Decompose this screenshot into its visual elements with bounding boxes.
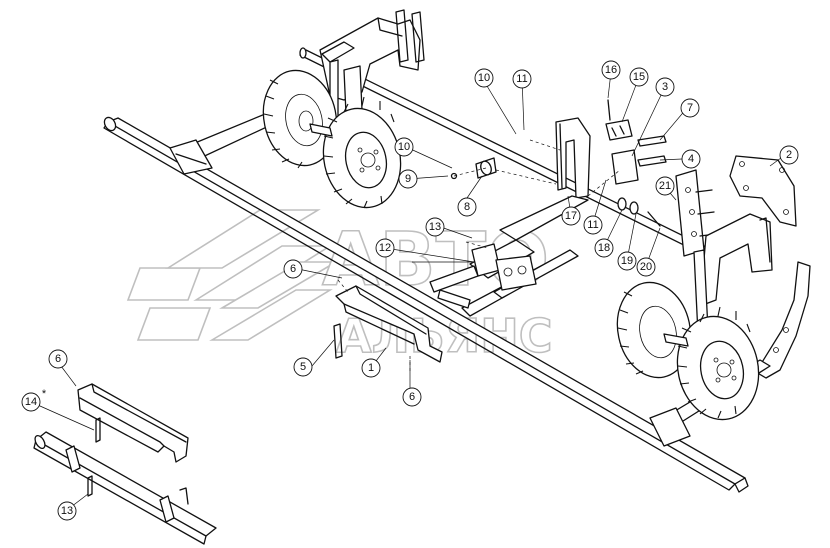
callout-6-detail: 6	[48, 349, 68, 369]
callout-3: 3	[655, 77, 675, 97]
callout-6-lower: 6	[402, 387, 422, 407]
callout-15: 15	[629, 67, 649, 87]
svg-text:6: 6	[290, 263, 296, 275]
svg-text:6: 6	[409, 391, 415, 403]
svg-text:13: 13	[429, 221, 441, 233]
callout-6-upper: 6	[283, 259, 303, 279]
svg-text:14: 14	[25, 396, 37, 408]
callout-11-lower: 11	[583, 215, 603, 235]
svg-text:15: 15	[633, 71, 645, 83]
svg-text:17: 17	[565, 210, 577, 222]
svg-text:3: 3	[662, 81, 668, 93]
svg-text:11: 11	[587, 219, 598, 231]
callouts: 1 2 3 4 5 6 6 6 7 8 9 10 10 11 11 12 13 …	[21, 60, 799, 521]
left-wheel-assembly	[169, 9, 425, 209]
callout-7: 7	[680, 98, 700, 118]
right-wheel-assembly	[616, 155, 811, 447]
main-beam	[103, 116, 749, 493]
svg-text:6: 6	[55, 353, 61, 365]
watermark-line2: АЛЬЯНС	[336, 309, 553, 363]
svg-text:11: 11	[516, 73, 527, 85]
svg-text:2: 2	[786, 149, 792, 161]
svg-text:16: 16	[605, 64, 617, 76]
callout-2: 2	[779, 145, 799, 165]
callout-5: 5	[293, 357, 313, 377]
svg-text:19: 19	[621, 255, 633, 267]
callout-13-main: 13	[425, 217, 445, 237]
callout-20: 20	[636, 257, 656, 277]
watermark-emblem	[126, 209, 339, 341]
callout-14: 14 *	[21, 388, 47, 412]
detail-view-14	[33, 383, 217, 545]
svg-text:8: 8	[464, 201, 470, 213]
footnote-mark: *	[42, 388, 47, 400]
callout-10-upper: 10	[474, 68, 494, 88]
callout-21: 21	[655, 176, 675, 196]
callout-4: 4	[681, 149, 701, 169]
svg-text:4: 4	[688, 153, 694, 165]
svg-text:18: 18	[598, 242, 610, 254]
svg-text:12: 12	[379, 242, 391, 254]
svg-text:10: 10	[478, 72, 490, 84]
callout-11-upper: 11	[512, 69, 532, 89]
callout-16: 16	[601, 60, 621, 80]
svg-text:21: 21	[659, 180, 671, 192]
svg-text:1: 1	[368, 362, 374, 374]
svg-text:13: 13	[61, 505, 73, 517]
svg-text:7: 7	[687, 102, 693, 114]
callout-17: 17	[561, 206, 581, 226]
svg-text:20: 20	[640, 261, 652, 273]
svg-text:5: 5	[300, 361, 306, 373]
callout-8: 8	[457, 197, 477, 217]
callout-13-detail: 13	[57, 501, 77, 521]
callout-19: 19	[617, 251, 637, 271]
callout-9: 9	[398, 169, 418, 189]
center-assembly	[333, 99, 667, 372]
callout-18: 18	[594, 238, 614, 258]
callout-10-lower: 10	[394, 137, 414, 157]
callout-12: 12	[375, 238, 395, 258]
svg-text:10: 10	[398, 141, 410, 153]
svg-text:9: 9	[405, 173, 411, 185]
callout-1: 1	[361, 358, 381, 378]
